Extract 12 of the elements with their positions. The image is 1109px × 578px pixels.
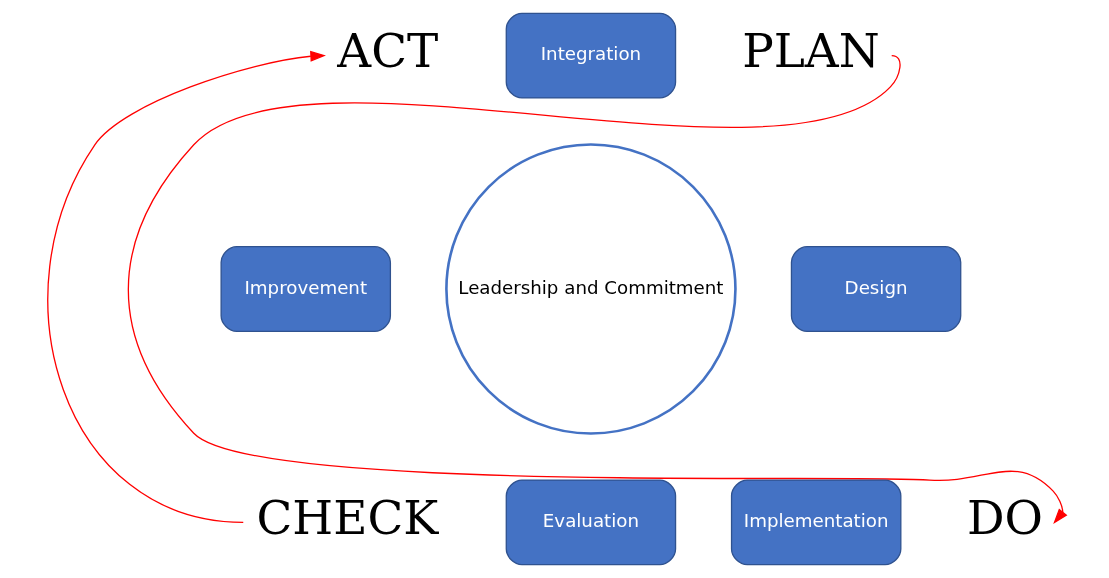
node-circle: Leadership and Commitment [444,143,737,435]
node-text: ACT [336,23,438,79]
arrow [46,50,326,524]
node-box: Evaluation [505,479,676,566]
node-text: PLAN [741,23,880,79]
node-box: Improvement [219,246,391,332]
node-box: Integration [505,12,676,99]
arrow [127,54,1067,524]
node-text: CHECK [256,489,438,545]
node-box: Design [790,246,961,332]
node-box: Implementation [730,479,901,566]
node-text: DO [966,489,1043,545]
